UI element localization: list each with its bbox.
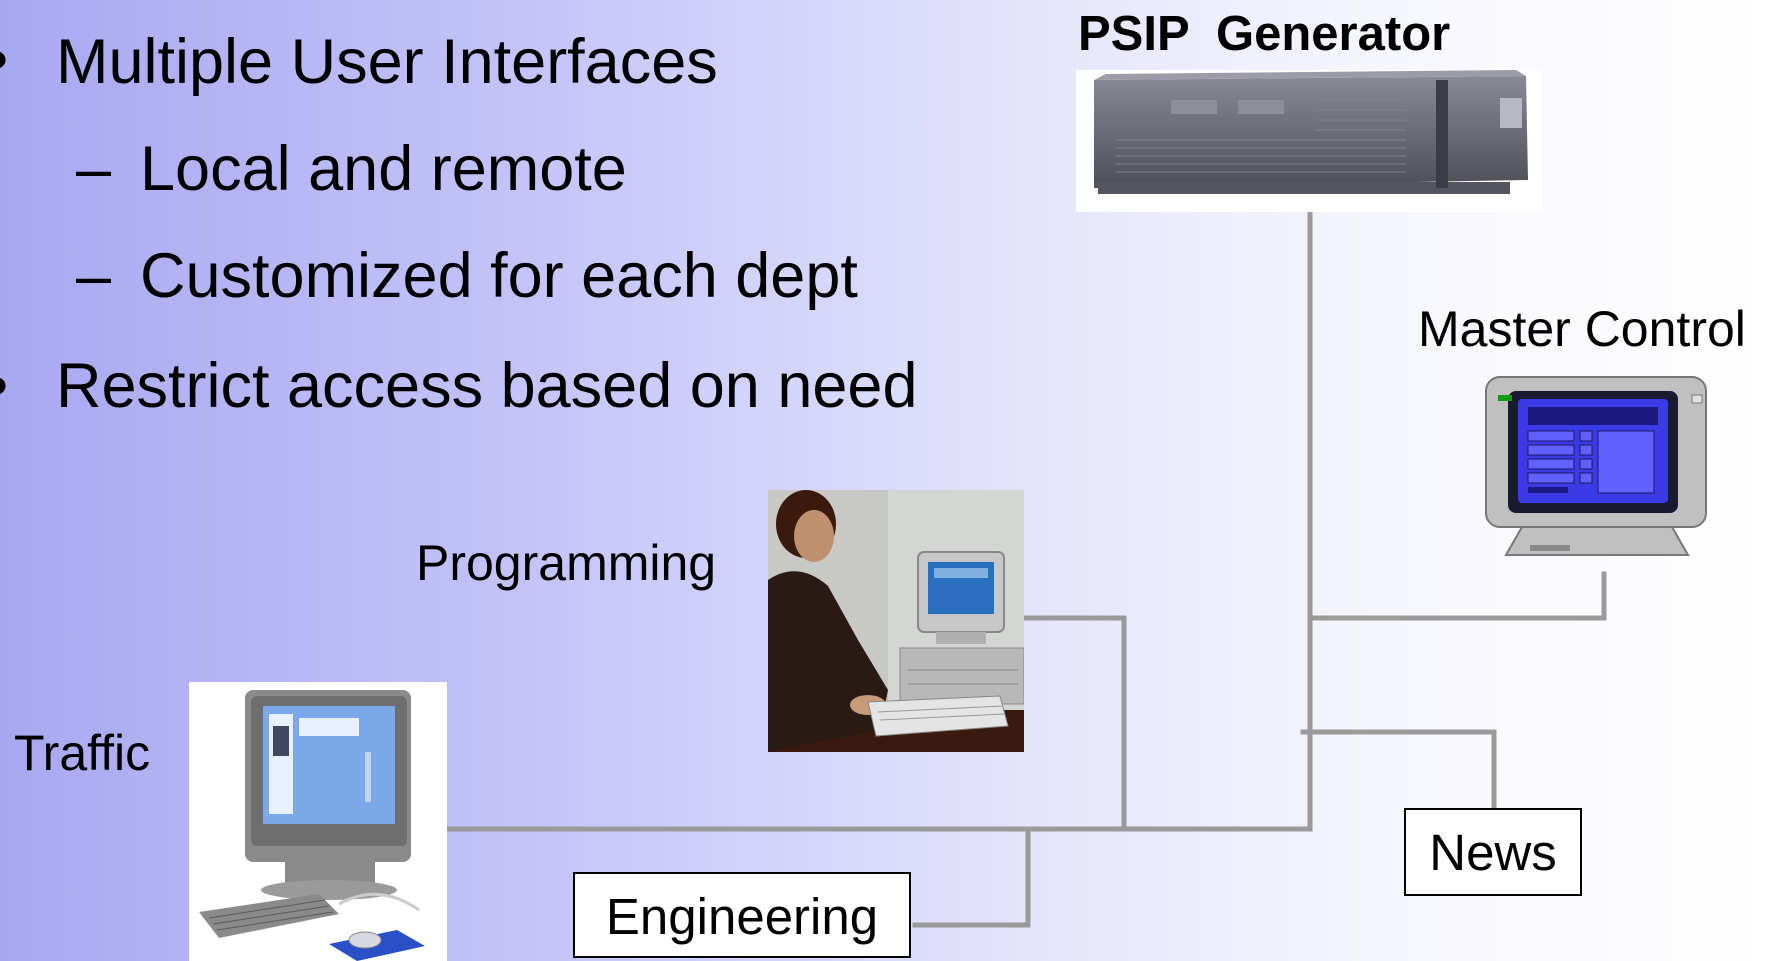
computer-monitor-icon <box>1482 375 1714 565</box>
person-at-computer-photo <box>768 490 1024 752</box>
news-connector <box>1300 729 1497 815</box>
programming-connector <box>1023 615 1127 832</box>
bullet-marker-2: • <box>0 350 8 422</box>
engineering-label: Engineering <box>605 888 879 945</box>
bullet-marker-1: • <box>0 24 8 96</box>
generator-title: PSIP Generator <box>1078 7 1451 61</box>
bullet-item-1: Multiple User Interfaces <box>56 27 718 97</box>
sub-bullet-item-1: Local and remote <box>140 134 627 204</box>
news-box: News <box>1404 808 1582 896</box>
master-control-connector <box>1307 571 1607 621</box>
sub-bullet-marker-2: – <box>76 241 112 311</box>
news-label: News <box>1429 824 1557 881</box>
sub-bullet-item-2: Customized for each dept <box>140 241 858 311</box>
bullet-item-2: Restrict access based on need <box>56 351 918 421</box>
desktop-computer-photo <box>189 682 447 961</box>
master-control-label: Master Control <box>1418 301 1746 357</box>
rack-server-icon <box>1076 70 1541 212</box>
engineering-box: Engineering <box>573 872 911 958</box>
programming-label: Programming <box>416 535 717 591</box>
traffic-label: Traffic <box>14 725 151 781</box>
sub-bullet-marker-1: – <box>76 134 112 204</box>
